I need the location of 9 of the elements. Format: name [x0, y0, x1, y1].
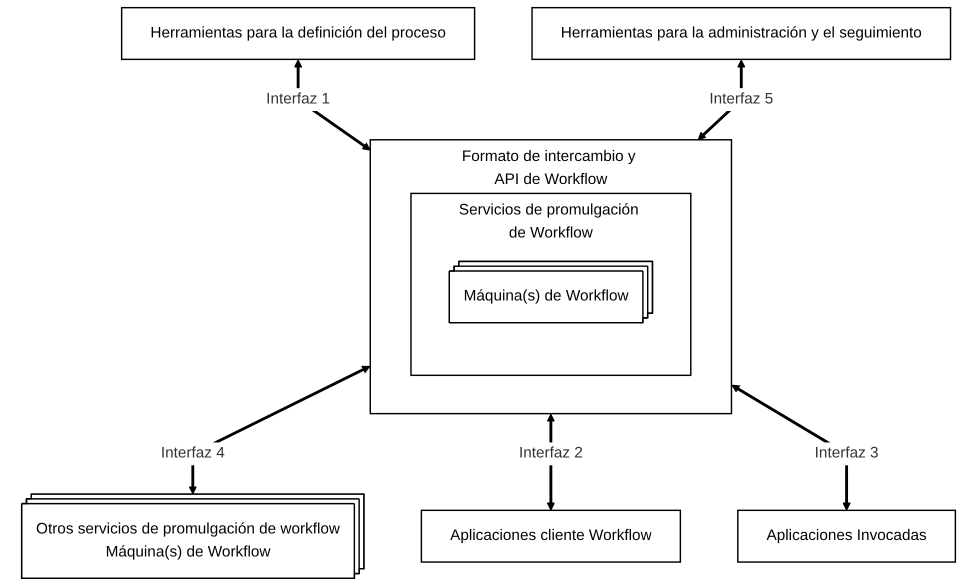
- edge-label: Interfaz 5: [709, 90, 774, 108]
- edge-label: Interfaz 2: [518, 445, 583, 462]
- node-box: Aplicaciones cliente Workflow: [420, 510, 682, 563]
- node-box: Herramientas para la administración y el seguimiento: [531, 6, 952, 60]
- edge-label: Interfaz 3: [814, 445, 878, 462]
- edge-label: Interfaz 4: [160, 445, 225, 462]
- edge-label: Interfaz 1: [266, 90, 330, 108]
- node-box: Aplicaciones Invocadas: [737, 510, 956, 563]
- node-box: Herramientas para la definición del proceso: [120, 6, 476, 60]
